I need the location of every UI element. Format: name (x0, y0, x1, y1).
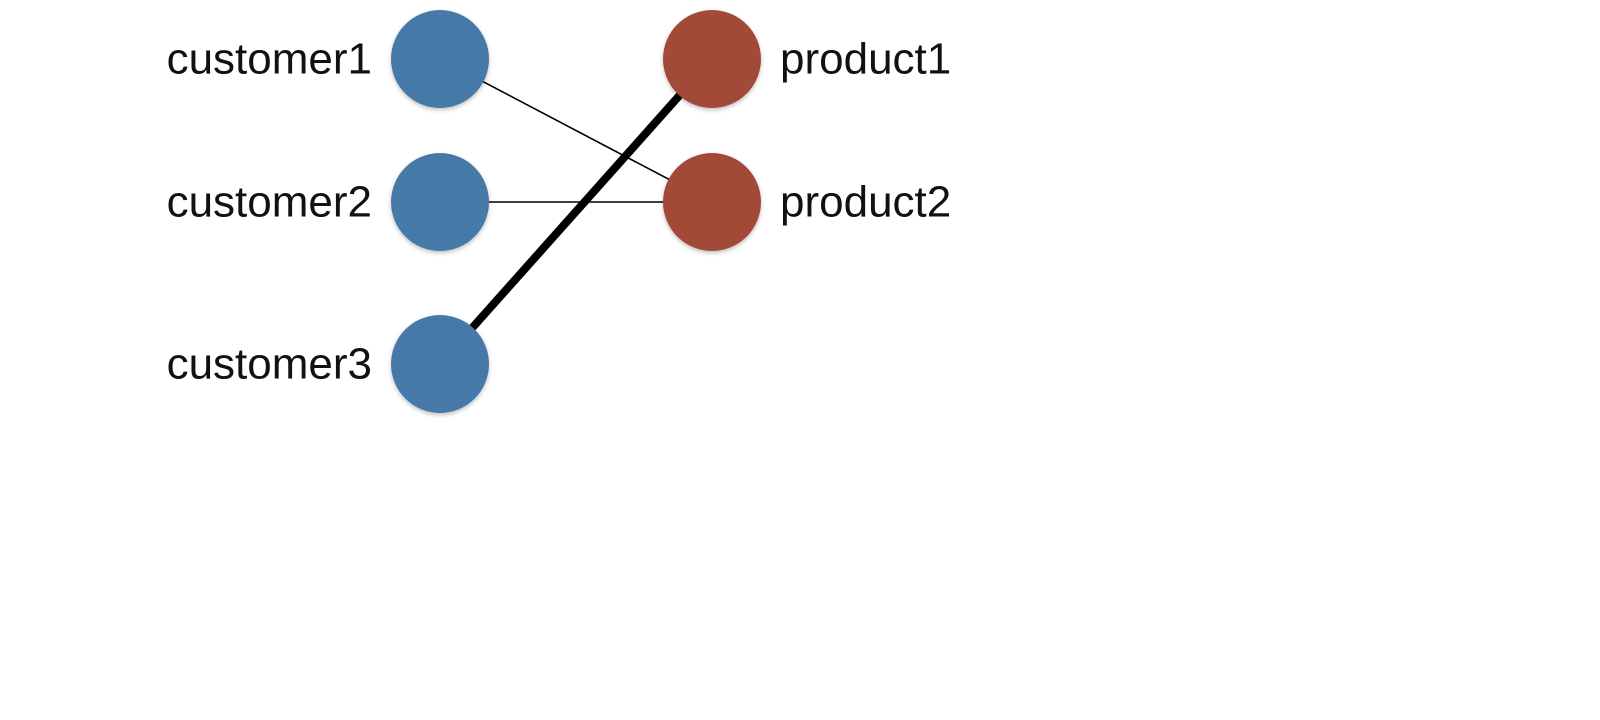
customer-node-2[interactable]: customer2 (167, 153, 489, 251)
customer-node-3-label: customer3 (167, 340, 372, 389)
customer-node-1-circle (391, 10, 489, 108)
customer-node-3-circle (391, 315, 489, 413)
product-node-1[interactable]: product1 (663, 10, 951, 108)
product-node-2-circle (663, 153, 761, 251)
product-node-2-label: product2 (780, 178, 951, 227)
product-node-1-circle (663, 10, 761, 108)
edge-c1-p2 (439, 58, 713, 203)
customer-node-2-circle (391, 153, 489, 251)
edge-c3-p1 (436, 55, 716, 368)
customer-node-1-label: customer1 (167, 35, 372, 84)
customer-node-1[interactable]: customer1 (167, 10, 489, 108)
product-node-1-label: product1 (780, 35, 951, 84)
product-node-2[interactable]: product2 (663, 153, 951, 251)
customer-node-2-label: customer2 (167, 178, 372, 227)
customer-node-3[interactable]: customer3 (167, 315, 489, 413)
